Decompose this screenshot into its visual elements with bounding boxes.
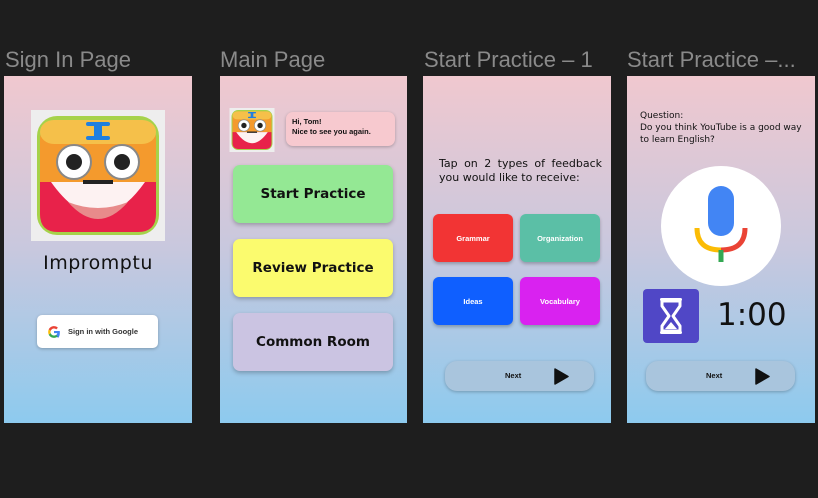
question-block: Question: Do you think YouTube is a good… (640, 110, 803, 146)
organization-option[interactable]: Organization (520, 214, 600, 262)
avatar-logo-icon (229, 108, 275, 152)
review-practice-button[interactable]: Review Practice (233, 239, 393, 297)
signin-frame: Impromptu Sign in with Google (4, 76, 192, 423)
google-g-icon (48, 325, 60, 338)
next-button-2-label: Next (706, 371, 723, 380)
next-button-2[interactable]: Next (646, 361, 795, 391)
next-button-label: Next (505, 371, 522, 380)
microphone-icon (694, 186, 748, 262)
common-room-button[interactable]: Common Room (233, 313, 393, 371)
greeting-message: Nice to see you again. (292, 127, 371, 136)
app-logo-icon (31, 110, 165, 241)
frame-title-main: Main Page (220, 47, 326, 72)
frame-title-practice-1: Start Practice – 1 (424, 47, 593, 72)
main-frame: Hi, Tom! Nice to see you again. Start Pr… (220, 76, 407, 423)
ideas-option[interactable]: Ideas (433, 277, 513, 325)
app-name: Impromptu (43, 252, 153, 274)
google-button-label: Sign in with Google (68, 327, 138, 336)
google-signin-button[interactable]: Sign in with Google (37, 315, 158, 348)
frame-title-practice-2: Start Practice –... (627, 47, 796, 72)
question-label: Question: (640, 111, 684, 121)
vocabulary-option[interactable]: Vocabulary (520, 277, 600, 325)
play-icon-2 (755, 368, 770, 385)
feedback-instruction: Tap on 2 types of feedback you would lik… (439, 157, 602, 184)
greeting-name: Hi, Tom! (292, 117, 322, 126)
question-text: Do you think YouTube is a good way to le… (640, 123, 802, 145)
hourglass-icon (643, 289, 699, 343)
greeting-bubble: Hi, Tom! Nice to see you again. (286, 112, 395, 146)
microphone-button[interactable] (661, 166, 781, 286)
next-button[interactable]: Next (445, 361, 594, 391)
practice-2-frame: Question: Do you think YouTube is a good… (627, 76, 815, 423)
start-practice-button[interactable]: Start Practice (233, 165, 393, 223)
grammar-option[interactable]: Grammar (433, 214, 513, 262)
play-icon (554, 368, 569, 385)
frame-title-signin: Sign In Page (5, 47, 131, 72)
practice-1-frame: Tap on 2 types of feedback you would lik… (423, 76, 611, 423)
countdown-timer: 1:00 (717, 297, 787, 333)
